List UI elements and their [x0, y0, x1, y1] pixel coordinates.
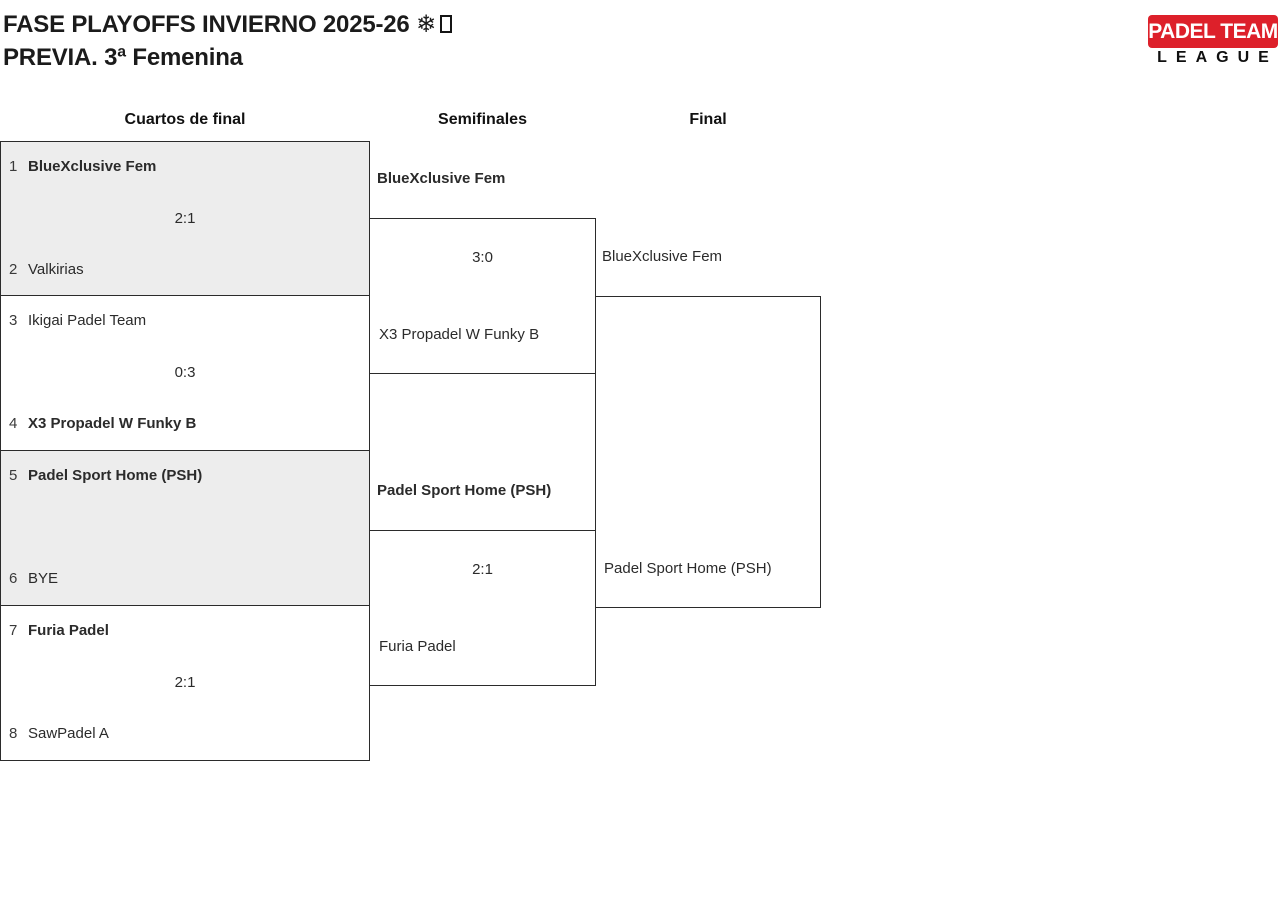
team-seed: 7 — [9, 622, 18, 639]
final-team1-label: BlueXclusive Fem — [602, 247, 722, 267]
team-name: SawPadel A — [28, 725, 109, 742]
team-name: X3 Propadel W Funky B — [28, 415, 197, 432]
semifinal-1-team1-label: BlueXclusive Fem — [377, 169, 505, 189]
team-name: X3 Propadel W Funky B — [379, 326, 540, 343]
team-row: 5 Padel Sport Home (PSH) — [1, 466, 369, 486]
team-name: Valkirias — [28, 261, 84, 278]
quarterfinal-match-3: 5 Padel Sport Home (PSH) 6 BYE — [0, 450, 370, 606]
final-match: Padel Sport Home (PSH) — [595, 296, 821, 608]
title-line-2: PREVIA. 3ª Femenina — [3, 44, 243, 71]
team-seed: 6 — [9, 570, 18, 587]
team-row: X3 Propadel W Funky B — [370, 325, 595, 345]
team-name: BYE — [28, 570, 59, 587]
match-score: 3:0 — [472, 249, 493, 266]
team-name: Padel Sport Home (PSH) — [604, 560, 772, 577]
quarterfinal-match-2: 3 Ikigai Padel Team 0:3 4 X3 Propadel W … — [0, 295, 370, 451]
missing-glyph-box — [439, 15, 452, 33]
title-line-1: FASE PLAYOFFS INVIERNO 2025-26 ❄ — [3, 8, 452, 41]
semifinal-match-1: 3:0 X3 Propadel W Funky B — [369, 218, 596, 374]
team-row: Padel Sport Home (PSH) — [596, 559, 820, 579]
team-seed: 4 — [9, 415, 18, 432]
team-row: Furia Padel — [370, 637, 595, 657]
team-row: 3 Ikigai Padel Team — [1, 311, 369, 331]
team-name: Padel Sport Home (PSH) — [28, 467, 203, 484]
team-name: Ikigai Padel Team — [28, 312, 147, 329]
team-row: 2 Valkirias — [1, 260, 369, 280]
team-name: BlueXclusive Fem — [28, 158, 157, 175]
team-row: 8 SawPadel A — [1, 724, 369, 744]
semifinal-2-team1-label: Padel Sport Home (PSH) — [377, 481, 551, 501]
team-row: 4 X3 Propadel W Funky B — [1, 414, 369, 434]
match-score: 0:3 — [174, 364, 196, 381]
team-seed: 5 — [9, 467, 18, 484]
team-name: BlueXclusive Fem — [602, 248, 723, 265]
team-seed: 3 — [9, 312, 18, 329]
match-score: 2:1 — [174, 674, 196, 691]
semifinal-match-2: 2:1 Furia Padel — [369, 530, 596, 686]
team-name: Furia Padel — [379, 638, 456, 655]
match-score: 2:1 — [472, 561, 493, 578]
page-title: FASE PLAYOFFS INVIERNO 2025-26 ❄ PREVIA.… — [3, 8, 452, 74]
team-seed: 8 — [9, 725, 18, 742]
team-row: 7 Furia Padel — [1, 621, 369, 641]
team-name: Furia Padel — [28, 622, 109, 639]
logo-padel-team-text: PADEL TEAM — [1148, 15, 1278, 48]
column-header-semifinals: Semifinales — [438, 111, 527, 128]
column-header-quarterfinals: Cuartos de final — [124, 111, 246, 128]
quarterfinal-match-1: 1 BlueXclusive Fem 2:1 2 Valkirias — [0, 141, 370, 296]
logo-league-text: LEAGUE — [1157, 49, 1278, 66]
match-score — [1, 518, 369, 538]
match-score: 2:1 — [174, 210, 196, 227]
team-row: 6 BYE — [1, 569, 369, 589]
padel-team-league-logo: PADEL TEAM LEAGUE — [1148, 15, 1278, 66]
team-name: BlueXclusive Fem — [377, 170, 506, 187]
team-seed: 2 — [9, 261, 18, 278]
team-name: Padel Sport Home (PSH) — [377, 482, 552, 499]
column-header-final: Final — [689, 111, 727, 128]
title-line-1-text: FASE PLAYOFFS INVIERNO 2025-26 ❄ — [3, 11, 436, 38]
team-seed: 1 — [9, 158, 18, 175]
team-row: 1 BlueXclusive Fem — [1, 157, 369, 177]
quarterfinal-match-4: 7 Furia Padel 2:1 8 SawPadel A — [0, 605, 370, 761]
